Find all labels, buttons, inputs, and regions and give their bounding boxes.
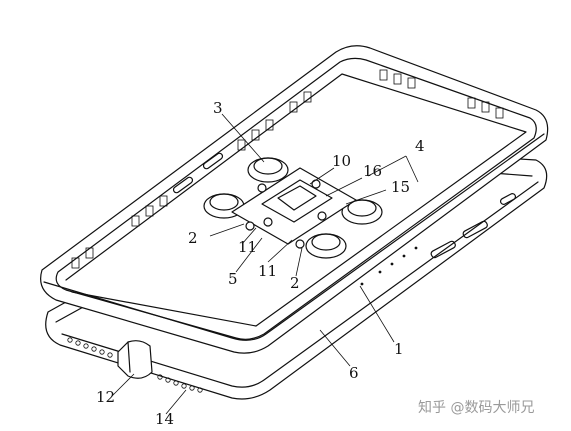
label-5: 5 [228, 270, 238, 288]
sensor-chip [261, 179, 333, 223]
frame-clips [71, 69, 504, 269]
label-4: 4 [415, 137, 425, 155]
side-button [462, 220, 488, 239]
label-15: 15 [391, 178, 410, 196]
lens [247, 157, 289, 183]
leader-lines [111, 113, 419, 415]
watermark: 知乎 @数码大师兄 [418, 399, 534, 416]
label-10: 10 [332, 152, 351, 170]
label-2b: 2 [290, 274, 300, 292]
label-14: 14 [155, 410, 174, 428]
speaker-holes-left [67, 337, 113, 358]
label-6: 6 [349, 364, 359, 382]
side-slot [172, 176, 194, 194]
label-1: 1 [394, 340, 404, 358]
side-slot [202, 152, 224, 170]
label-11b: 11 [258, 262, 277, 280]
label-16: 16 [363, 162, 382, 180]
label-11a: 11 [238, 238, 257, 256]
rim-dots [360, 246, 418, 286]
camera-module [203, 157, 383, 259]
label-2a: 2 [188, 229, 198, 247]
lens [305, 233, 347, 259]
label-12: 12 [96, 388, 115, 406]
side-button [430, 240, 456, 259]
label-3: 3 [213, 99, 223, 117]
side-button [499, 193, 517, 205]
speaker-holes-right [157, 374, 203, 393]
lens [341, 199, 383, 225]
connector-port [117, 340, 153, 379]
